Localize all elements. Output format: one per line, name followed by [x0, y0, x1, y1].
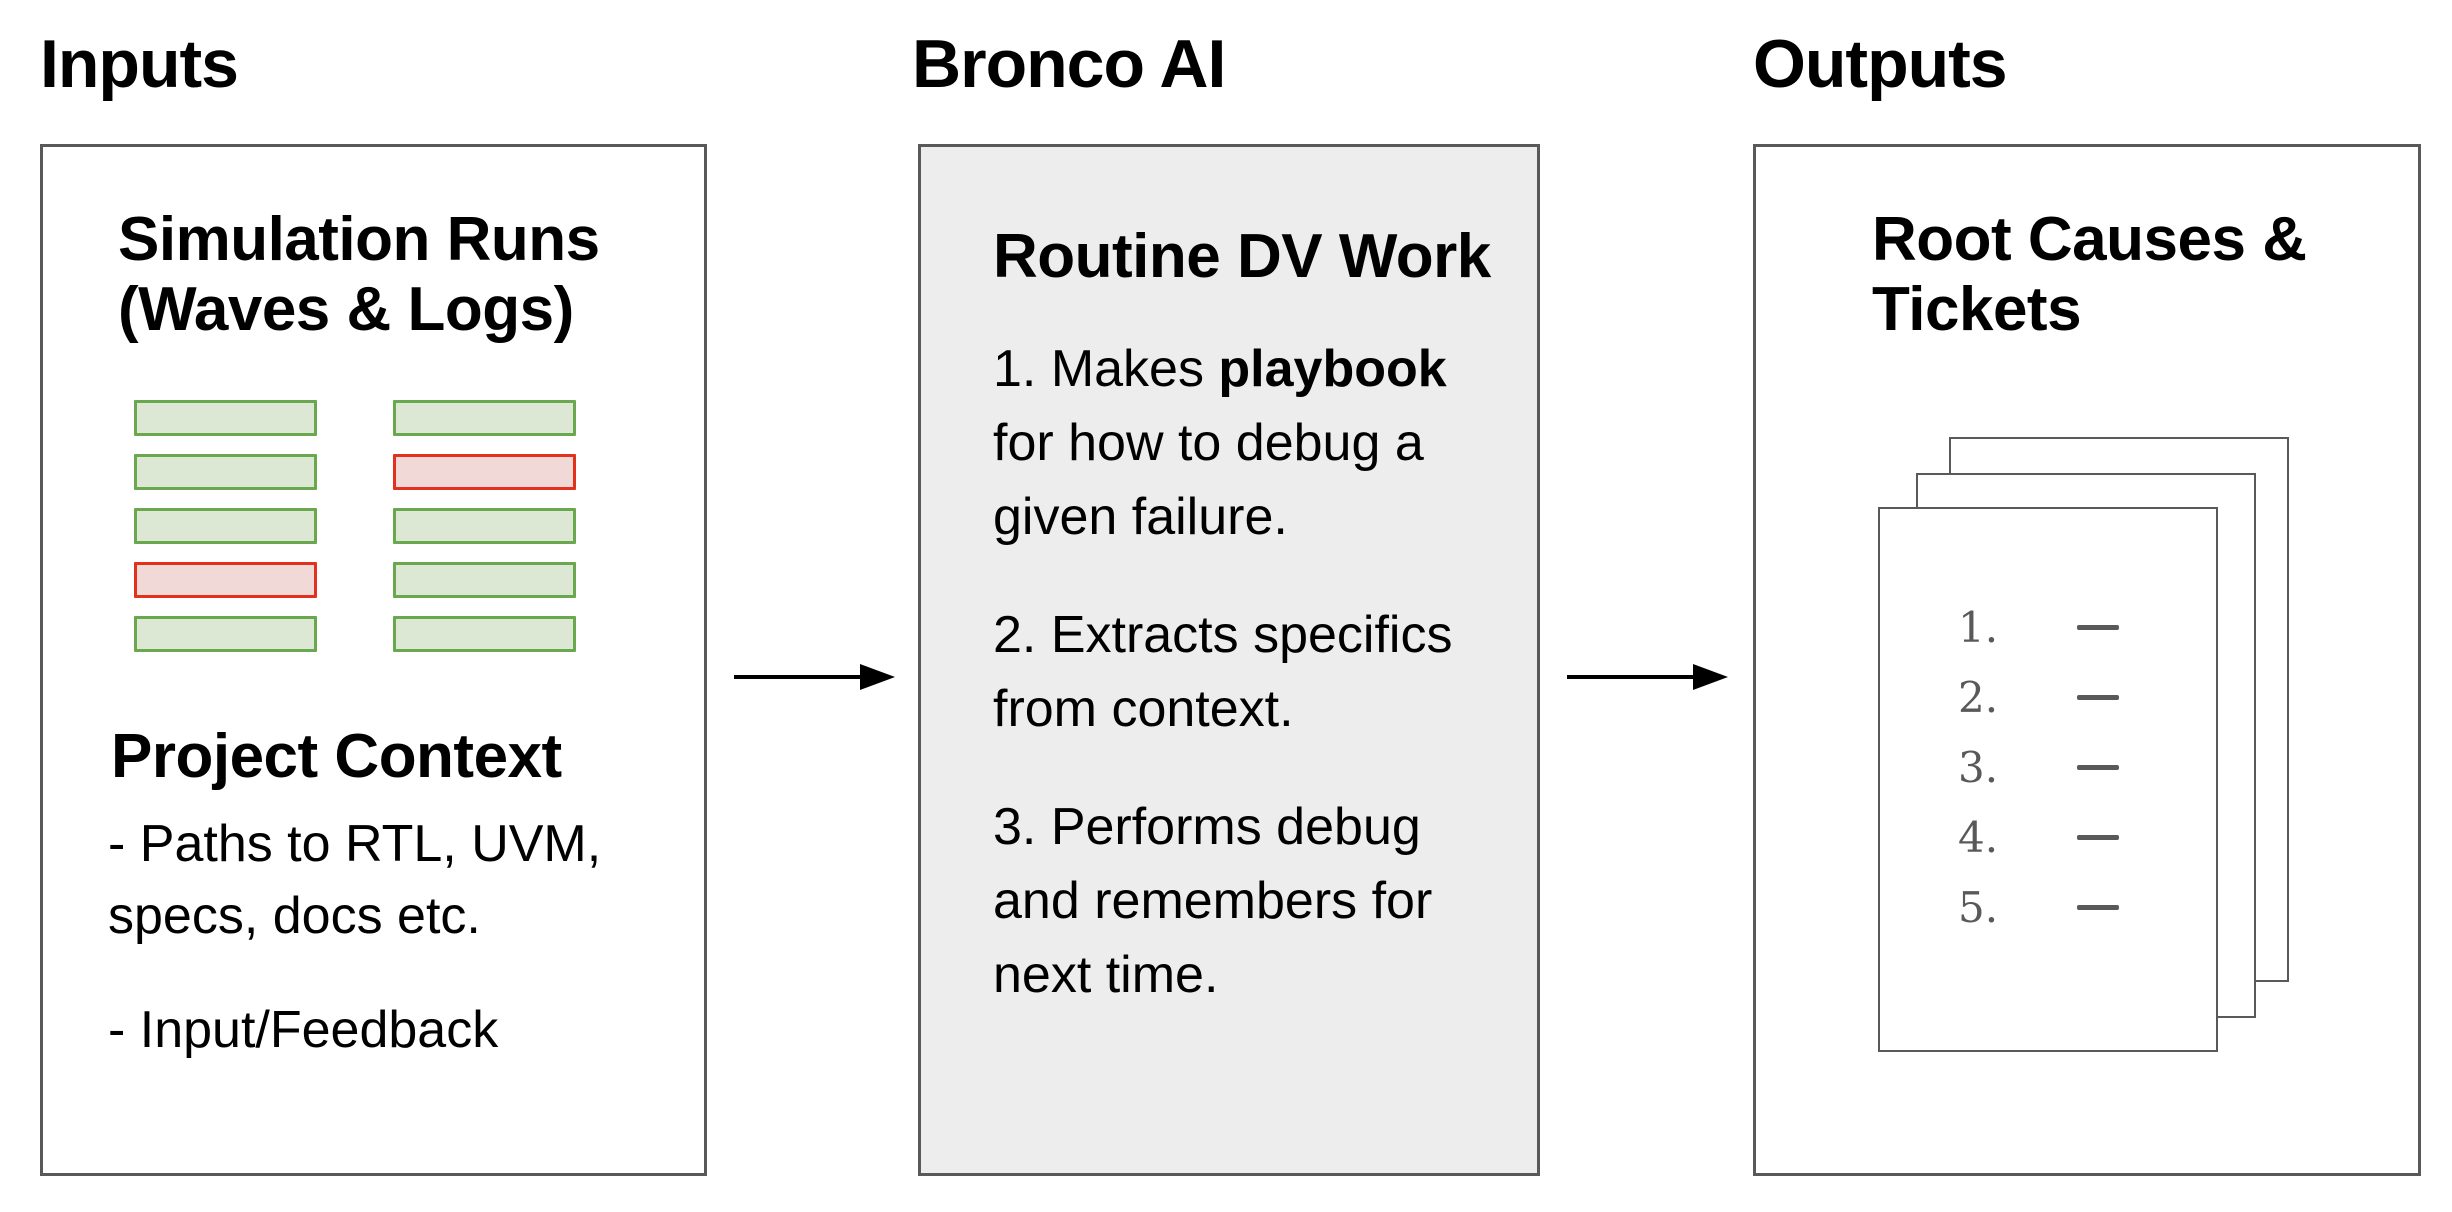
root-causes-heading-line1: Root Causes & — [1872, 205, 2307, 274]
sim-run-column-2 — [393, 400, 576, 652]
dv-step-line: next time. — [993, 938, 1493, 1012]
dv-step-line: 1. Makes playbook — [993, 332, 1493, 406]
root-causes-heading: Root Causes & Tickets — [1872, 205, 2307, 345]
dv-step-line: for how to debug a — [993, 406, 1493, 480]
ticket-item-dash — [2077, 904, 2119, 910]
simulation-runs-heading-line2: (Waves & Logs) — [118, 275, 574, 344]
sim-run-bar-passed — [134, 400, 317, 436]
dv-step-3: 3. Performs debug and remembers for next t… — [993, 790, 1493, 1012]
simulation-runs-heading: Simulation Runs (Waves & Logs) — [118, 205, 600, 345]
ticket-item-number: 5. — [1958, 882, 1999, 932]
project-context-bullet: - Input/Feedback — [108, 994, 601, 1066]
dv-step-line: 3. Performs debug — [993, 790, 1493, 864]
right-arrow-icon-inputs-to-bronco — [734, 664, 895, 690]
ticket-item-number: 4. — [1958, 812, 1999, 862]
bronco-ai-box — [918, 144, 1540, 1176]
project-context-heading: Project Context — [111, 722, 562, 791]
step-text: next time. — [993, 946, 1219, 1004]
routine-dv-work-steps: 1. Makes playbook for how to debug a given… — [993, 332, 1493, 1056]
sim-run-bar-failed — [393, 454, 576, 490]
ticket-list-item: 4. — [1958, 802, 2119, 872]
step-text: for how to debug a — [993, 414, 1424, 472]
bullet-line: - Input/Feedback — [108, 1001, 499, 1059]
step-text: 1. Makes — [993, 340, 1219, 398]
dv-step-1: 1. Makes playbook for how to debug a given… — [993, 332, 1493, 554]
sim-run-bar-passed — [393, 562, 576, 598]
ticket-item-dash — [2077, 834, 2119, 840]
step-text: from context. — [993, 680, 1294, 738]
sim-run-bar-failed — [134, 562, 317, 598]
inputs-box — [40, 144, 707, 1176]
dv-step-line: and remembers for — [993, 864, 1493, 938]
dv-step-2: 2. Extracts specifics from context. — [993, 598, 1493, 746]
bullet-line: specs, docs etc. — [108, 887, 481, 945]
sim-run-bar-passed — [134, 508, 317, 544]
root-causes-heading-line2: Tickets — [1872, 275, 2082, 344]
right-arrow-icon-bronco-to-outputs — [1567, 664, 1728, 690]
step-text: 2. Extracts specifics — [993, 606, 1453, 664]
ticket-list-item: 2. — [1958, 662, 2119, 732]
ticket-item-dash — [2077, 694, 2119, 700]
step-text: given failure. — [993, 488, 1288, 546]
ticket-item-dash — [2077, 764, 2119, 770]
ticket-item-number: 2. — [1958, 672, 1999, 722]
ticket-item-dash — [2077, 624, 2119, 630]
simulation-runs-grid — [134, 400, 576, 652]
step-text: 3. Performs debug — [993, 798, 1421, 856]
sim-run-bar-passed — [393, 616, 576, 652]
sim-run-bar-passed — [393, 508, 576, 544]
ticket-paper-front: 1. 2. 3. 4. 5. — [1878, 507, 2218, 1052]
ticket-item-number: 1. — [1958, 602, 1999, 652]
sim-run-column-1 — [134, 400, 317, 652]
outputs-title: Outputs — [1753, 26, 2008, 102]
ticket-list-item: 3. — [1958, 732, 2119, 802]
simulation-runs-heading-line1: Simulation Runs — [118, 205, 600, 274]
inputs-title: Inputs — [40, 26, 239, 102]
ticket-list: 1. 2. 3. 4. 5. — [1958, 592, 2119, 942]
dv-step-line: 2. Extracts specifics — [993, 598, 1493, 672]
sim-run-bar-passed — [134, 454, 317, 490]
sim-run-bar-passed — [393, 400, 576, 436]
step-text: and remembers for — [993, 872, 1433, 930]
ticket-list-item: 1. — [1958, 592, 2119, 662]
ticket-item-number: 3. — [1958, 742, 1999, 792]
bronco-ai-title: Bronco AI — [912, 26, 1226, 102]
dv-step-line: from context. — [993, 672, 1493, 746]
sim-run-bar-passed — [134, 616, 317, 652]
dv-step-line: given failure. — [993, 480, 1493, 554]
step-text-bold: playbook — [1218, 340, 1447, 398]
ticket-list-item: 5. — [1958, 872, 2119, 942]
project-context-bullet: - Paths to RTL, UVM, specs, docs etc. — [108, 808, 601, 952]
routine-dv-work-heading: Routine DV Work — [993, 222, 1491, 291]
project-context-bullet-list: - Paths to RTL, UVM, specs, docs etc. - In… — [108, 808, 601, 1108]
bullet-line: - Paths to RTL, UVM, — [108, 815, 602, 873]
